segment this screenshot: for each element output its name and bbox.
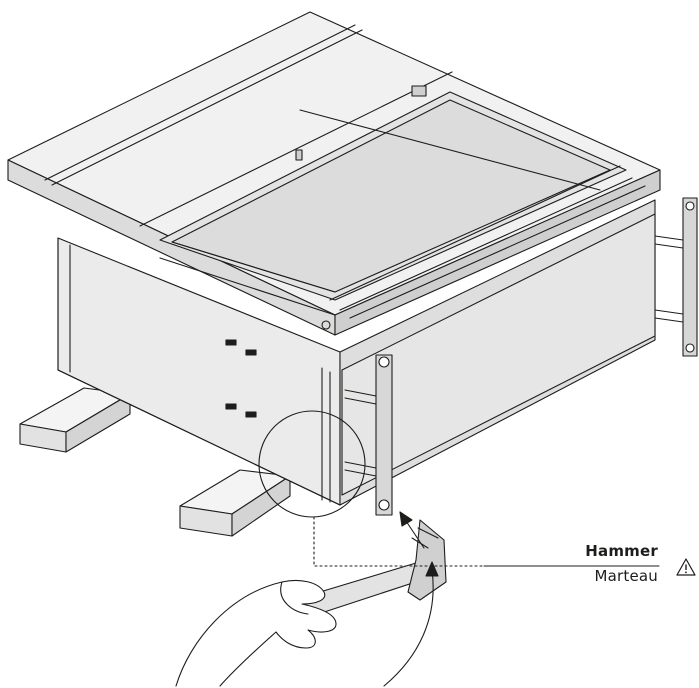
warning-triangle-icon (676, 558, 696, 576)
cabinet-top-lid (7, 11, 661, 361)
side-rail-back (654, 197, 698, 357)
detail-circle (258, 410, 366, 518)
hammer-icon (299, 519, 447, 619)
side-rail-front (344, 354, 393, 516)
hand-illustration (175, 579, 337, 687)
tool-name-label: Hammer (585, 542, 658, 560)
wooden-block-right (179, 469, 291, 537)
swing-arrow-head (425, 561, 439, 577)
wooden-block-left (19, 387, 131, 453)
strike-arrow-head (399, 511, 413, 527)
tool-name-label-fr: Marteau (594, 567, 658, 585)
front-panel-right (341, 213, 656, 496)
swing-arrow (383, 569, 434, 687)
detail-leader-line (313, 516, 411, 567)
